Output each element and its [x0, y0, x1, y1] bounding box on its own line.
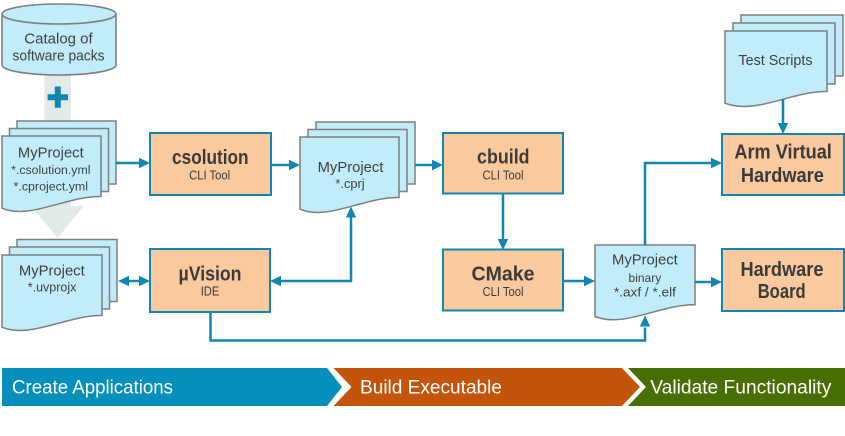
- svg-text:csolution: csolution: [172, 147, 249, 169]
- svg-text:*.axf / *.elf: *.axf / *.elf: [614, 285, 676, 300]
- svg-text:Board: Board: [758, 281, 806, 303]
- svg-text:MyProject: MyProject: [19, 264, 85, 280]
- svg-text:Test Scripts: Test Scripts: [739, 53, 813, 69]
- svg-text:Catalog of: Catalog of: [24, 31, 93, 48]
- svg-text:CLI Tool: CLI Tool: [483, 285, 524, 299]
- svg-text:binary: binary: [629, 271, 662, 285]
- svg-text:MyProject: MyProject: [612, 252, 678, 268]
- svg-text:MyProject: MyProject: [18, 145, 84, 161]
- svg-text:*.cprj: *.cprj: [335, 176, 364, 191]
- svg-text:*.uvprojx: *.uvprojx: [28, 280, 77, 294]
- svg-text:cbuild: cbuild: [477, 147, 530, 169]
- svg-text:Arm Virtual: Arm Virtual: [734, 142, 832, 164]
- svg-text:Create Applications: Create Applications: [12, 377, 173, 399]
- svg-text:software packs: software packs: [13, 48, 105, 65]
- svg-text:Build Executable: Build Executable: [360, 377, 502, 399]
- svg-text:CMake: CMake: [472, 263, 535, 285]
- svg-text:MyProject: MyProject: [318, 160, 384, 176]
- svg-text:µVision: µVision: [179, 263, 242, 285]
- svg-text:CLI Tool: CLI Tool: [483, 168, 524, 182]
- svg-text:Validate Functionality: Validate Functionality: [650, 377, 831, 399]
- svg-text:*.csolution.yml: *.csolution.yml: [11, 163, 90, 177]
- svg-text:*.cproject.yml: *.cproject.yml: [14, 179, 89, 193]
- svg-text:IDE: IDE: [201, 284, 220, 298]
- svg-text:CLI Tool: CLI Tool: [189, 168, 230, 182]
- svg-text:Hardware: Hardware: [741, 165, 824, 187]
- svg-text:Hardware: Hardware: [741, 259, 824, 281]
